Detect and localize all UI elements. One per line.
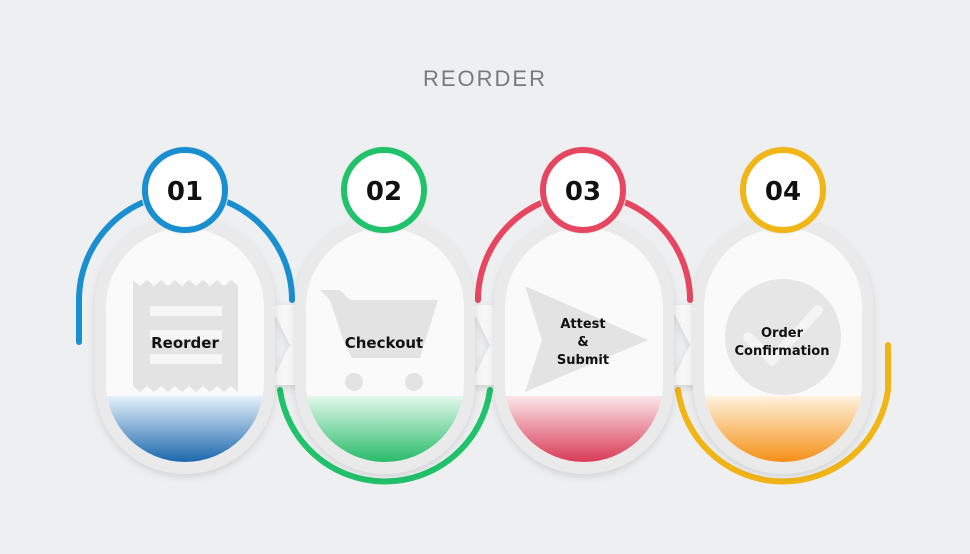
step-4-label-line: Confirmation bbox=[734, 344, 830, 359]
step-4-arc bbox=[675, 342, 891, 485]
step-2-number-badge: 02 bbox=[340, 146, 428, 234]
checkmark-icon bbox=[725, 279, 841, 395]
receipt-icon bbox=[133, 280, 238, 392]
shopping-cart-icon bbox=[320, 290, 438, 391]
step-4-label-line: Order bbox=[761, 326, 803, 341]
step-4-number: 04 bbox=[765, 177, 801, 207]
step-2-label: Checkout bbox=[344, 334, 424, 352]
step-2-fill bbox=[306, 396, 464, 462]
step-1-fill bbox=[106, 396, 264, 462]
step-3-number: 03 bbox=[565, 177, 601, 207]
diagram-title: REORDER bbox=[422, 66, 547, 91]
step-4-number-badge: 04 bbox=[739, 146, 827, 234]
step-3-label-line: & bbox=[577, 335, 589, 350]
step-1-label: Reorder bbox=[151, 334, 219, 352]
step-3-fill bbox=[505, 396, 663, 462]
send-icon bbox=[525, 286, 648, 392]
step-3-label-line: Submit bbox=[556, 353, 610, 368]
step-2-number: 02 bbox=[366, 177, 402, 207]
step-1-number: 01 bbox=[167, 177, 203, 207]
step-3-number-badge: 03 bbox=[539, 146, 627, 234]
step-1-number-badge: 01 bbox=[141, 146, 229, 234]
step-4-fill bbox=[704, 396, 862, 462]
step-3-label: Attest & Submit bbox=[503, 316, 663, 370]
step-3-label-line: Attest bbox=[560, 317, 606, 332]
step-4-label: Order Confirmation bbox=[702, 325, 862, 361]
step-2-arc bbox=[277, 387, 493, 485]
